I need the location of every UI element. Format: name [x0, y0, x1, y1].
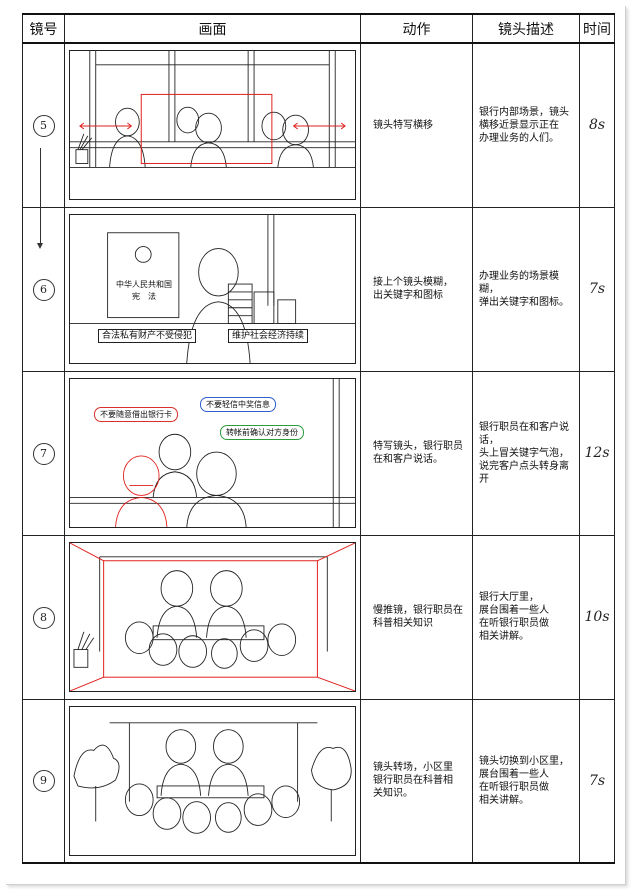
shot-action: 慢推镜，银行职员在 科普相关知识	[360, 534, 473, 700]
bank-hall-sketch	[70, 543, 355, 691]
shot-number: 5	[32, 114, 55, 137]
bubble-text: 转帐前确认对方身份	[226, 428, 298, 437]
keyword-caption-left: 合法私有财产不受侵犯	[98, 329, 197, 343]
clerk-customer-sketch	[70, 379, 355, 527]
shot-row-6: 6	[22, 206, 615, 372]
header-time: 时间	[579, 13, 615, 44]
shot-duration: 10s	[579, 534, 615, 700]
shot-number-cell: 9	[22, 698, 65, 864]
shot-action: 接上个镜头模糊， 出关键字和图标	[360, 206, 473, 372]
shot-row-7: 7	[22, 370, 615, 536]
keyword-bubble-1: 不要随意借出银行卡	[94, 407, 178, 422]
shot-action: 特写镜头，银行职员 在和客户说话。	[360, 370, 473, 536]
shot-number-cell: 7	[22, 370, 65, 536]
sketch-blurred-counter: 中华人民共和国 宪 法 合法私有财产不受侵犯 维护社会经济持续	[69, 214, 356, 364]
shot-image-cell	[64, 698, 361, 864]
sketch-community	[69, 705, 356, 856]
sketch-bank-counter	[69, 50, 356, 201]
community-sketch	[73, 722, 352, 834]
constitution-title: 中华人民共和国	[116, 280, 172, 289]
shot-number: 7	[32, 442, 55, 465]
shot-number-cell: 6	[22, 206, 65, 372]
header-shot-number: 镜号	[22, 13, 65, 44]
bubble-text: 不要随意借出银行卡	[100, 410, 172, 419]
storyboard-table: 镜号 画面 动作 镜头描述 时间 5	[22, 13, 615, 864]
shot-row-5: 5	[22, 42, 615, 208]
shot-duration: 8s	[579, 42, 615, 208]
shot-number-cell: 8	[22, 534, 65, 700]
shot-row-8: 8	[22, 534, 615, 700]
shot-duration: 7s	[579, 698, 615, 864]
shot-description: 银行内部场景，镜头 横移近景显示正在 办理业务的人们。	[472, 42, 580, 208]
shot-number: 9	[32, 770, 55, 793]
shot-duration: 12s	[579, 370, 615, 536]
shot-description: 办理业务的场景模糊， 弹出关键字和图标。	[472, 206, 580, 372]
shot-image-cell	[64, 42, 361, 208]
shot-image-cell: 不要随意借出银行卡 不要轻信中奖信息 转帐前确认对方身份	[64, 370, 361, 536]
constitution-subtitle: 宪 法	[132, 292, 156, 301]
shot-number-cell: 5	[22, 42, 65, 208]
sketch-bank-hall	[69, 542, 356, 692]
sheet-shadow	[6, 6, 626, 885]
shot-duration: 7s	[579, 206, 615, 372]
keyword-bubble-2: 不要轻信中奖信息	[200, 397, 276, 412]
keyword-bubble-3: 转帐前确认对方身份	[220, 425, 304, 440]
header-row: 镜号 画面 动作 镜头描述 时间	[22, 13, 615, 44]
header-action: 动作	[360, 13, 473, 44]
shot-description: 银行大厅里， 展台围着一些人 在听银行职员做 相关讲解。	[472, 534, 580, 700]
shot-number: 8	[32, 606, 55, 629]
shot-action: 镜头转场，小区里 银行职员在科普相 关知识。	[360, 698, 473, 864]
shot-row-9: 9	[22, 698, 615, 864]
bank-counter-sketch	[70, 51, 355, 169]
shot-number: 6	[32, 278, 55, 301]
continuation-arrow-icon	[37, 148, 43, 249]
shot-action: 镜头特写横移	[360, 42, 473, 208]
header-description: 镜头描述	[472, 13, 580, 44]
sketch-clerk-talking: 不要随意借出银行卡 不要轻信中奖信息 转帐前确认对方身份	[69, 378, 356, 528]
bubble-text: 不要轻信中奖信息	[206, 400, 270, 409]
shot-image-cell	[64, 534, 361, 700]
shot-description: 镜头切换到小区里， 展台围着一些人 在听银行职员做 相关讲解。	[472, 698, 580, 864]
shot-description: 银行职员在和客户说话， 头上冒关键字气泡， 说完客户点头转身离开	[472, 370, 580, 536]
shot-image-cell: 中华人民共和国 宪 法 合法私有财产不受侵犯 维护社会经济持续	[64, 206, 361, 372]
keyword-caption-right: 维护社会经济持续	[228, 329, 309, 343]
header-image: 画面	[64, 13, 361, 44]
